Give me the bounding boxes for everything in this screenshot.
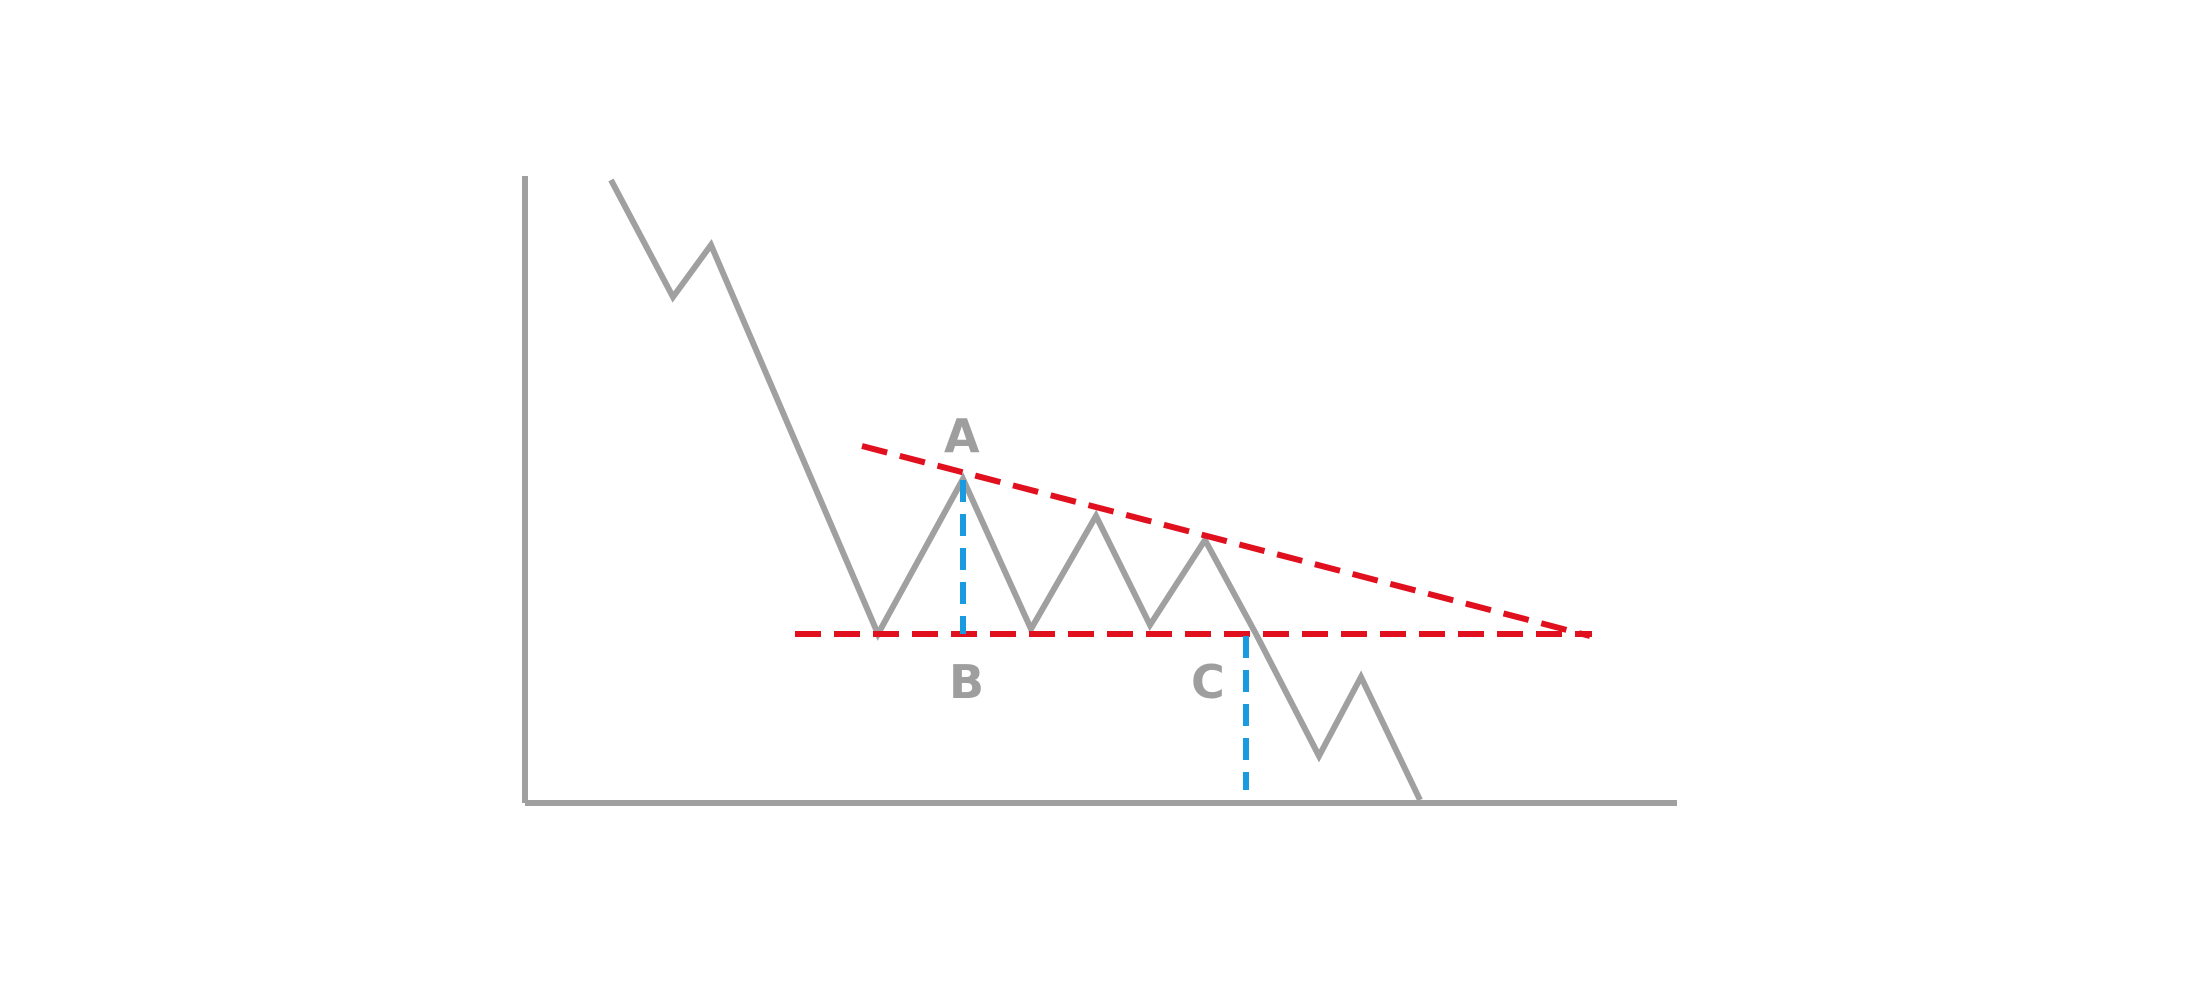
label-a: A [944, 409, 980, 463]
label-c: C [1191, 655, 1225, 709]
price-line [608, 178, 1423, 802]
resistance-trendline [861, 443, 1591, 639]
label-b: B [949, 655, 984, 709]
